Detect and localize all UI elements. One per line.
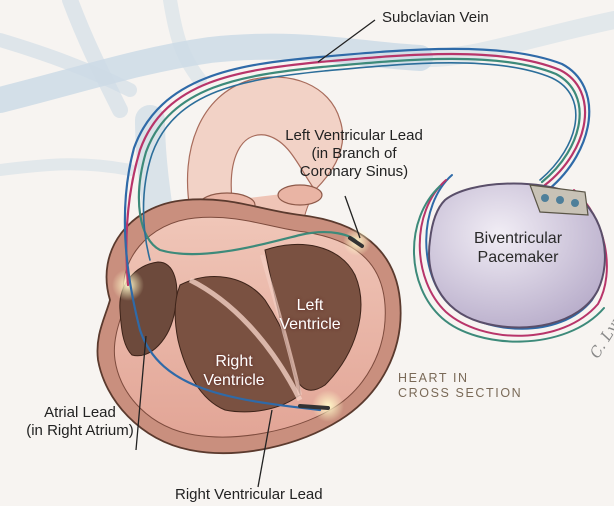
label-right-ventricle: Right Ventricle (194, 352, 274, 390)
label-lv-line-2: (in Branch of (268, 145, 440, 163)
label-cross-section-line-2: CROSS SECTION (398, 386, 522, 401)
label-lv-line-1: Left Ventricular Lead (268, 127, 440, 145)
label-right-ventricle-line-2: Ventricle (194, 371, 274, 390)
label-subclavian-vein: Subclavian Vein (382, 9, 489, 27)
label-right-ventricle-line-1: Right (194, 352, 274, 371)
label-left-ventricle-line-1: Left (270, 296, 350, 315)
label-left-ventricle-line-2: Ventricle (270, 315, 350, 334)
label-lv-line-3: Coronary Sinus) (268, 163, 440, 181)
label-heart-cross-section: HEART IN CROSS SECTION (398, 371, 522, 401)
label-atrial-lead: Atrial Lead (in Right Atrium) (6, 404, 154, 440)
label-pacemaker-line-2: Pacemaker (457, 248, 579, 267)
label-atrial-lead-line-2: (in Right Atrium) (6, 422, 154, 440)
label-left-ventricle: Left Ventricle (270, 296, 350, 334)
label-atrial-lead-line-1: Atrial Lead (6, 404, 154, 422)
label-pacemaker-line-1: Biventricular (457, 229, 579, 248)
label-cross-section-line-1: HEART IN (398, 371, 522, 386)
label-right-ventricular-lead: Right Ventricular Lead (175, 486, 323, 504)
label-pacemaker: Biventricular Pacemaker (457, 229, 579, 267)
label-left-ventricular-lead: Left Ventricular Lead (in Branch of Coro… (268, 127, 440, 181)
